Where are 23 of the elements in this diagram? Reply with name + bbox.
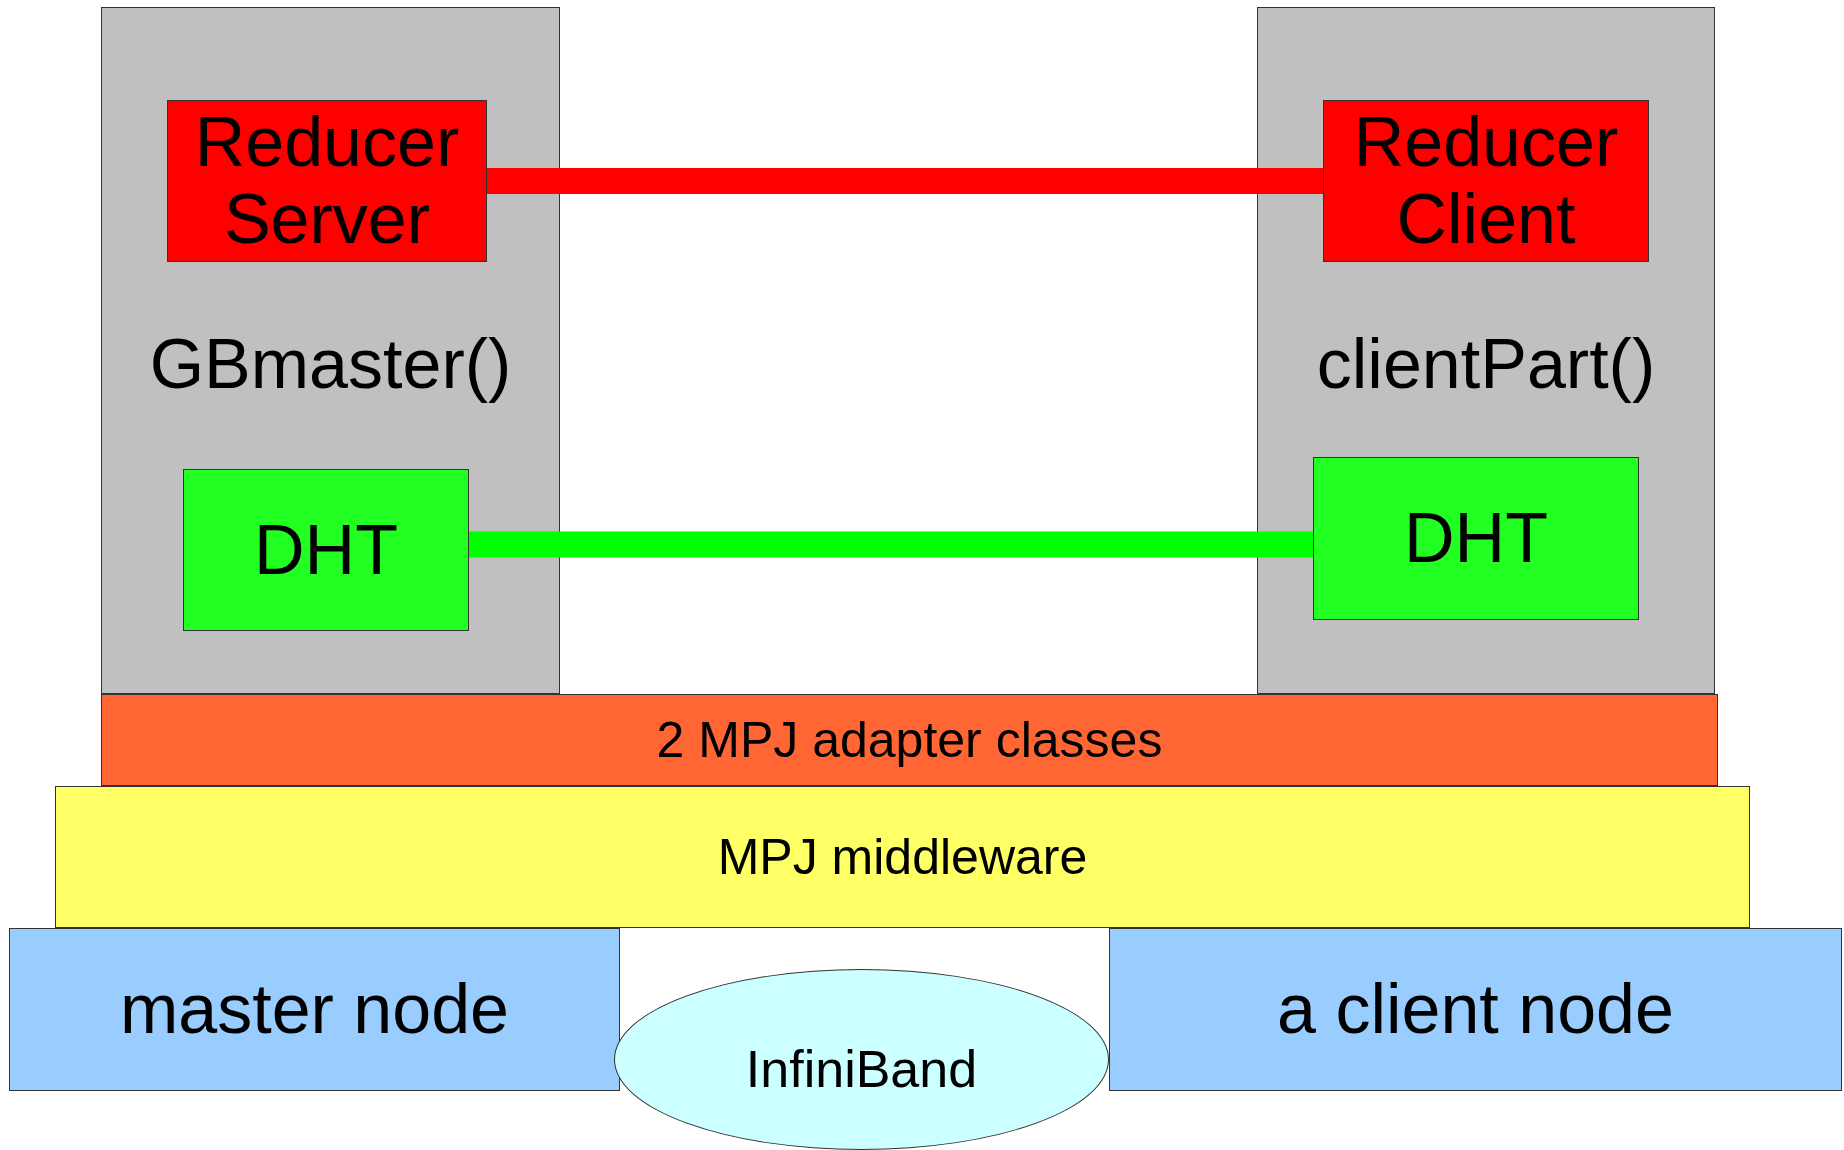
- node-label: MPJ middleware: [717, 829, 1088, 885]
- layer-band: [101, 694, 1718, 786]
- node-label: 2 MPJ adapter classes: [656, 712, 1163, 768]
- hardware-box: [9, 928, 620, 1091]
- node-label: a client node: [1277, 971, 1674, 1048]
- layer-band: [55, 786, 1750, 928]
- hardware-box: [1109, 928, 1842, 1091]
- connector-line: [487, 168, 1323, 194]
- component-box: [1313, 457, 1639, 620]
- process-panel: [1257, 7, 1715, 694]
- function-name: clientPart(): [1315, 326, 1657, 403]
- node-label: Reducer Server: [193, 104, 461, 258]
- node-label: Reducer Client: [1352, 104, 1620, 258]
- component-box: [183, 469, 469, 631]
- node-label: InfiniBand: [745, 1040, 978, 1099]
- node-label: master node: [119, 971, 510, 1048]
- function-name: GBmaster(): [148, 326, 513, 403]
- process-panel: [101, 7, 560, 694]
- connector-line: [469, 531, 1313, 558]
- node-label: DHT: [1404, 500, 1548, 577]
- component-box: [167, 100, 487, 262]
- component-box: [1323, 100, 1649, 262]
- node-label: DHT: [254, 511, 398, 589]
